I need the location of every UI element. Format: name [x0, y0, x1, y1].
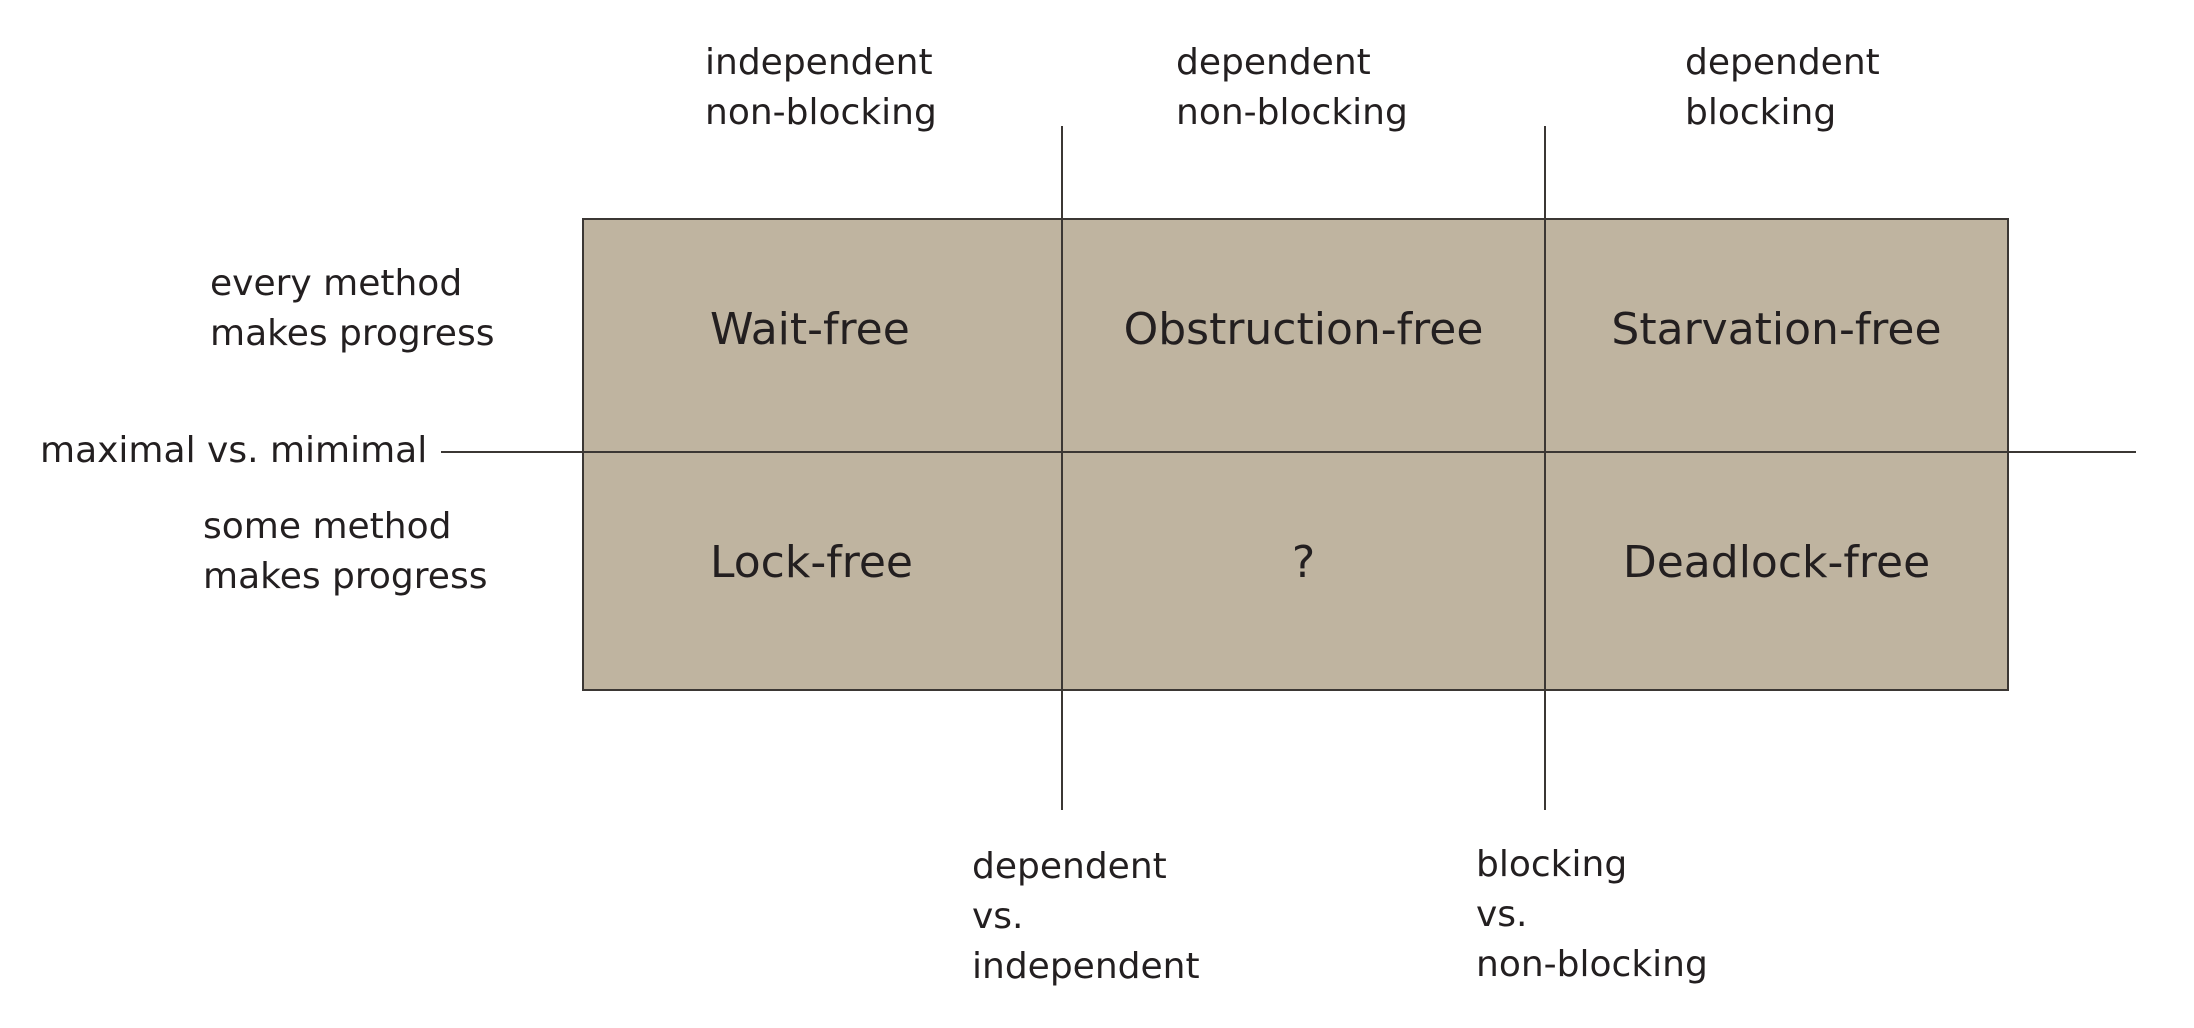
row-label-line: every method	[210, 263, 463, 304]
progress-grid	[582, 218, 2009, 691]
cell-unknown: ?	[1063, 453, 1544, 673]
cell-starvation-free-label: Starvation-free	[1611, 304, 1942, 355]
cell-wait-free: Wait-free	[584, 220, 1061, 440]
cell-obstruction-free-label: Obstruction-free	[1123, 304, 1484, 355]
axis-label-dependent-vs-independent: dependent vs. independent	[972, 842, 1200, 992]
axis-label-line: non-blocking	[1476, 944, 1708, 985]
column-label-line: non-blocking	[705, 92, 937, 133]
column-label-line: blocking	[1685, 92, 1837, 133]
cell-lock-free-label: Lock-free	[710, 537, 913, 588]
column-label-line: dependent	[1685, 42, 1880, 83]
axis-label-line: blocking	[1476, 844, 1628, 885]
column-label-line: independent	[705, 42, 933, 83]
axis-label-line: dependent	[972, 846, 1167, 887]
row-label-every-method: every method makes progress	[210, 259, 494, 359]
cell-deadlock-free-label: Deadlock-free	[1622, 537, 1931, 588]
axis-label-line: vs.	[1476, 894, 1528, 935]
row-label-line: makes progress	[203, 556, 488, 597]
axis-label-blocking-vs-non-blocking: blocking vs. non-blocking	[1476, 840, 1708, 990]
row-label-line: makes progress	[210, 313, 495, 354]
axis-label-line: independent	[972, 946, 1200, 987]
row-label-line: some method	[203, 506, 452, 547]
axis-label-line: vs.	[972, 896, 1024, 937]
cell-obstruction-free: Obstruction-free	[1063, 220, 1544, 440]
blocking-axis-line	[1544, 126, 1546, 810]
row-label-some-method: some method makes progress	[203, 502, 487, 602]
column-label-line: dependent	[1176, 42, 1371, 83]
cell-deadlock-free: Deadlock-free	[1546, 453, 2007, 673]
column-label-dependent-non-blocking: dependent non-blocking	[1176, 38, 1408, 138]
axis-label-maximal-vs-minimal: maximal vs. mimimal	[40, 426, 427, 476]
cell-unknown-label: ?	[1291, 537, 1316, 588]
axis-label-line: maximal vs. mimimal	[40, 430, 428, 471]
dependence-axis-line	[1061, 126, 1063, 810]
cell-wait-free-label: Wait-free	[710, 304, 910, 355]
progress-axis-line	[441, 451, 2136, 453]
column-label-line: non-blocking	[1176, 92, 1408, 133]
cell-lock-free: Lock-free	[584, 453, 1061, 673]
cell-starvation-free: Starvation-free	[1546, 220, 2007, 440]
column-label-independent-non-blocking: independent non-blocking	[705, 38, 937, 138]
column-label-dependent-blocking: dependent blocking	[1685, 38, 1880, 138]
